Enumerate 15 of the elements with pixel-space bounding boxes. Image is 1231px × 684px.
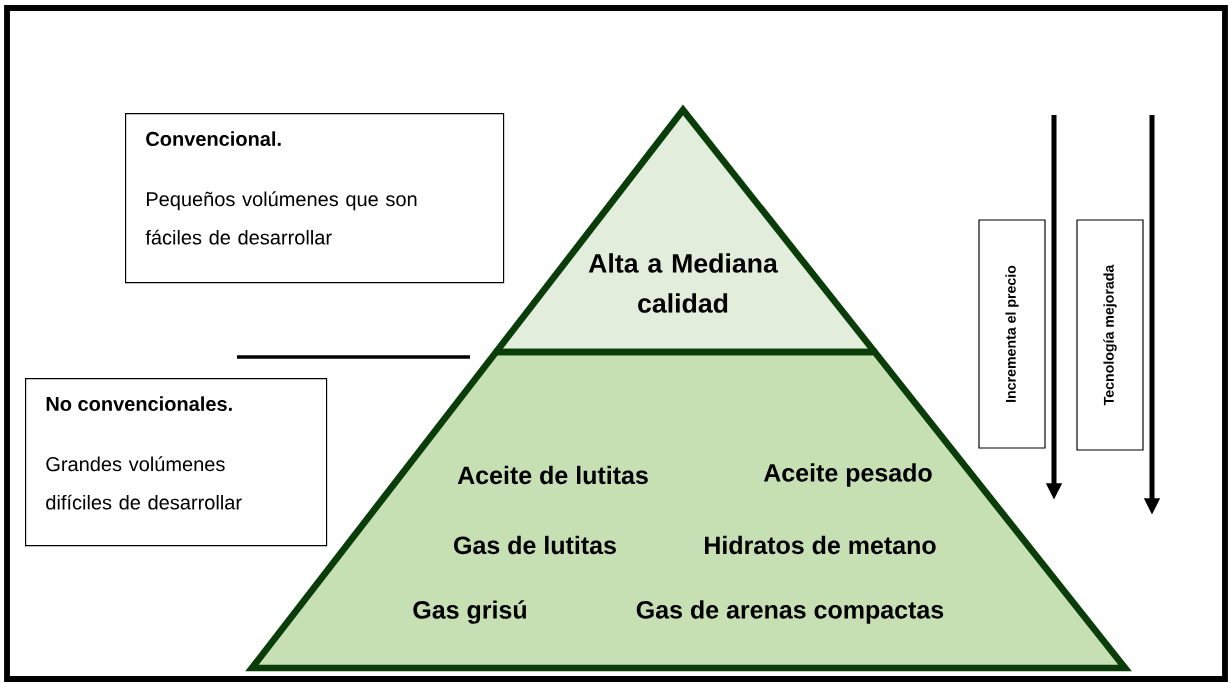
pyramid-top-section: Alta a Mediana calidad (493, 104, 878, 355)
section-item: Aceite pesado (763, 463, 932, 487)
label-box: Tecnología mejorada (1076, 219, 1144, 451)
box-text: Pequeños volúmenes que son fáciles de desarrollar (145, 191, 417, 245)
text-box (125, 113, 505, 284)
box-heading: No convencionales. (46, 396, 232, 411)
text-box (25, 378, 328, 547)
section-item: Gas de lutitas (454, 535, 616, 555)
box-heading: Convencional. (146, 131, 281, 146)
section-item: Gas grisú (413, 600, 526, 624)
section-item: Aceite de lutitas (457, 465, 648, 485)
section-item: Gas de arenas compactas (636, 600, 944, 624)
box-text: Grandes volúmenes difíciles de desarrollar (46, 456, 242, 510)
label-box: Incrementa el precio (978, 219, 1046, 449)
section-item: Hidratos de metano (705, 535, 936, 555)
